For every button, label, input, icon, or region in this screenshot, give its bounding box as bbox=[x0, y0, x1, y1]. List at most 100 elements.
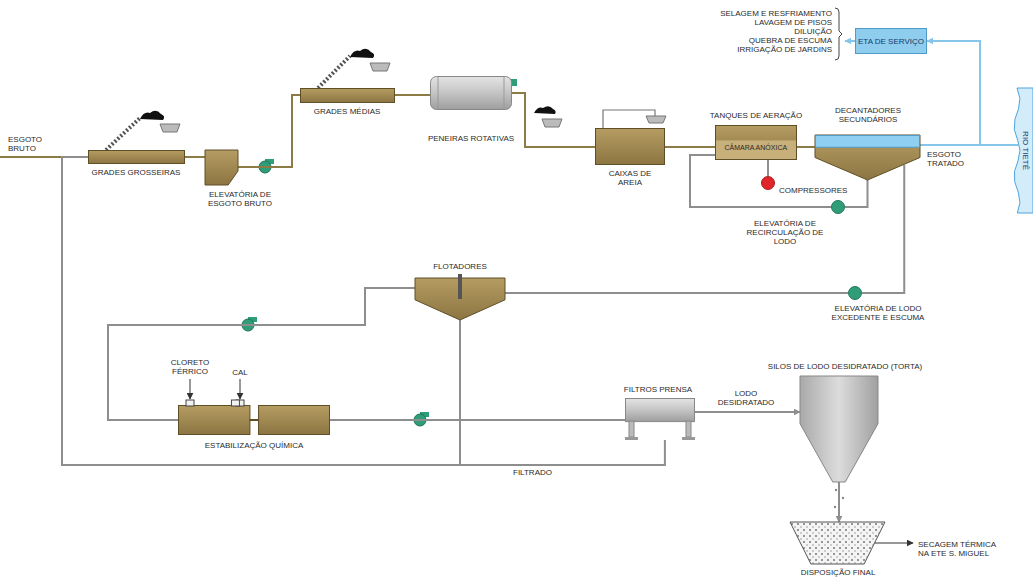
note-label: LAVAGEM DE PISOS bbox=[532, 18, 832, 27]
flow-line bbox=[862, 165, 904, 293]
unit-label: GRADES GROSSEIRAS bbox=[81, 168, 191, 177]
process-unit: FILTROS PRENSA bbox=[625, 398, 695, 440]
edge-label: LODO DESIDRATADO bbox=[715, 389, 777, 407]
unit-label: ELEVATÓRIA DE RECIRCULAÇÃO DE LODO bbox=[735, 219, 835, 247]
note-label: CLORETO FÉRRICO bbox=[165, 358, 215, 376]
flow-line bbox=[695, 411, 800, 413]
press-foot bbox=[625, 437, 638, 440]
rotary-screen bbox=[431, 77, 512, 110]
press-leg bbox=[686, 421, 691, 437]
unit-shape bbox=[790, 522, 885, 564]
clear-water bbox=[816, 136, 920, 148]
flow-line bbox=[185, 156, 205, 158]
unit-label: ETA DE SERVIÇO bbox=[858, 37, 924, 46]
screenings-bin bbox=[542, 119, 562, 127]
flow-line bbox=[395, 94, 430, 96]
unit-shape bbox=[178, 405, 330, 435]
screenings-pile bbox=[534, 106, 556, 114]
process-unit: DECANTADORES SECUNDÁRIOS bbox=[815, 135, 920, 180]
flow-line bbox=[665, 146, 715, 148]
screen-rake bbox=[318, 56, 350, 88]
unit-shape bbox=[430, 76, 512, 110]
process-unit: DISPOSIÇÃO FINAL bbox=[790, 522, 885, 564]
unit-label: PENEIRAS ROTATIVAS bbox=[421, 134, 521, 143]
unit-shape bbox=[625, 398, 695, 440]
note-label: QUEBRA DE ESCUMA bbox=[532, 36, 832, 45]
dosing-arrow bbox=[190, 379, 191, 399]
clarifier-body bbox=[815, 135, 920, 180]
mixer-drive bbox=[186, 400, 194, 406]
unit-label: CÂMARA ANÓXICA bbox=[725, 144, 788, 152]
screen-rim bbox=[438, 77, 439, 109]
screen-rake bbox=[106, 118, 140, 150]
flow-line bbox=[108, 288, 415, 420]
edge-label: FILTRADO bbox=[512, 468, 553, 477]
note-label: CAL bbox=[225, 368, 255, 377]
unit-shape bbox=[815, 135, 920, 180]
unit-shape bbox=[761, 176, 775, 190]
flow-line bbox=[505, 292, 848, 294]
unit-label: SILOS DE LODO DESIDRATADO (TORTA) bbox=[750, 362, 940, 371]
unit-shape bbox=[595, 128, 665, 165]
flow-line bbox=[238, 95, 300, 167]
screen-rim bbox=[504, 77, 505, 109]
unit-label: COMPRESSORES bbox=[779, 186, 847, 195]
screenings-bin bbox=[370, 63, 390, 71]
unit-shape bbox=[800, 376, 878, 482]
unit-label: FLOTADORES bbox=[420, 262, 500, 271]
dosing-arrow bbox=[240, 379, 241, 399]
unit-label: DISPOSIÇÃO FINAL bbox=[778, 568, 898, 577]
press-leg bbox=[629, 421, 634, 437]
unit-label: DECANTADORES SECUNDÁRIOS bbox=[828, 106, 908, 124]
cake-particle bbox=[842, 497, 844, 499]
unit-shape bbox=[715, 125, 797, 160]
pump-body bbox=[849, 287, 862, 300]
service-box bbox=[856, 29, 927, 54]
process-unit: FLOTADORES bbox=[415, 278, 505, 320]
unit-label: ELEVATÓRIA DE ESGOTO BRUTO bbox=[195, 190, 285, 208]
tank-body bbox=[716, 126, 797, 160]
process-unit: COMPRESSORES bbox=[761, 176, 775, 190]
flow-line bbox=[920, 41, 980, 145]
center-column bbox=[458, 274, 462, 299]
uses-bracket bbox=[835, 8, 842, 60]
unit-label: RIO TIETÊ bbox=[1020, 131, 1029, 170]
flow-line bbox=[767, 160, 769, 176]
tank-body bbox=[301, 89, 395, 103]
unit-label: CAIXAS DE AREIA bbox=[600, 169, 660, 187]
process-unit: CAIXAS DE AREIA bbox=[595, 128, 665, 165]
flow-line bbox=[330, 419, 625, 421]
disposal-bin bbox=[790, 522, 885, 564]
process-unit: SILOS DE LODO DESIDRATADO (TORTA) bbox=[800, 376, 878, 482]
process-unit: ETA DE SERVIÇO bbox=[855, 28, 927, 54]
flow-line bbox=[838, 482, 840, 522]
unit-label: SECAGEM TÉRMICA NA ETE S. MIGUEL bbox=[918, 540, 1000, 558]
unit-shape bbox=[300, 88, 395, 103]
tank-link bbox=[249, 419, 258, 421]
unit-label: FILTROS PRENSA bbox=[608, 385, 708, 394]
process-unit: TANQUES DE AERAÇÃOCÂMARA ANÓXICA bbox=[715, 125, 797, 160]
process-unit: RIO TIETÊ bbox=[1013, 88, 1033, 213]
unit-label: TANQUES DE AERAÇÃO bbox=[701, 111, 811, 120]
tank-body bbox=[259, 406, 330, 435]
flow-line bbox=[62, 157, 665, 465]
unit-label: ESTABILIZAÇÃO QUÍMICA bbox=[179, 441, 329, 450]
anoxic-zone bbox=[716, 140, 796, 159]
process-unit: SECAGEM TÉRMICA NA ETE S. MIGUEL bbox=[915, 536, 1007, 562]
tank-body bbox=[89, 151, 185, 164]
tank-body bbox=[179, 406, 250, 435]
flow-line bbox=[845, 180, 868, 207]
silo-body bbox=[800, 376, 878, 482]
process-unit: GRADES MÉDIAS bbox=[300, 88, 395, 103]
flow-line bbox=[512, 93, 595, 147]
unit-label: GRADES MÉDIAS bbox=[297, 107, 397, 116]
flow-line bbox=[690, 155, 831, 207]
wet-well bbox=[205, 150, 238, 185]
cake-particle bbox=[834, 506, 836, 508]
process-unit: ELEVATÓRIA DE LODO EXCEDENTE E ESCUMA bbox=[848, 286, 862, 300]
tank-body bbox=[596, 129, 665, 165]
screenings-pile bbox=[350, 49, 374, 58]
